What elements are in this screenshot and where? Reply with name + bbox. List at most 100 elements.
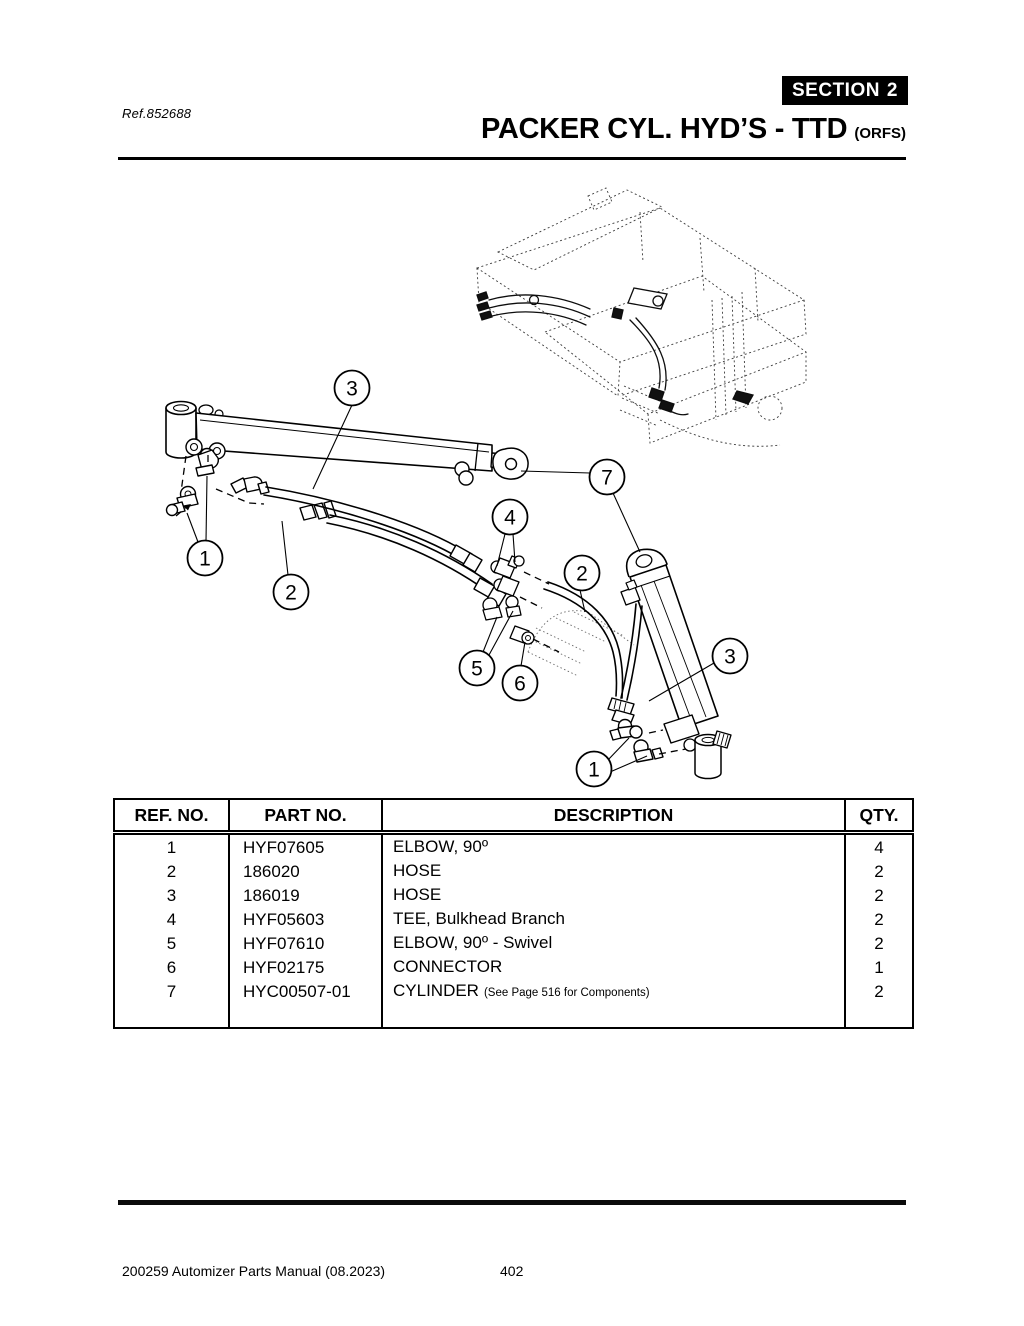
cell-qty-text: 1 — [874, 957, 884, 977]
svg-text:6: 6 — [514, 673, 526, 696]
cell-ref-no-text: 2 — [166, 861, 177, 881]
left-cylinder — [165, 400, 529, 486]
callout-2: 2 — [563, 554, 601, 592]
bottom-fittings — [607, 697, 664, 763]
cell-qty: 4 — [844, 832, 913, 859]
cell-qty-text: 2 — [874, 981, 884, 1001]
cell-ref-no: 1 — [114, 833, 229, 860]
section-badge: SECTION 2 — [782, 76, 908, 105]
cell-qty: 2 — [844, 883, 913, 907]
cell-part-no-text: HYF02175 — [243, 957, 325, 977]
header-qty: QTY. — [844, 799, 913, 835]
table-header-row: REF. NO. PART NO. DESCRIPTION QTY. — [114, 799, 913, 835]
cell-ref-no-text: 3 — [166, 885, 177, 905]
header-ref-no: REF. NO. — [114, 799, 229, 835]
description-text: CYLINDER — [393, 981, 479, 1001]
cell-part-no: HYF07610 — [228, 931, 382, 955]
cell-description: HOSE — [381, 883, 845, 907]
cell-part-no-text: 186019 — [243, 885, 300, 905]
cell-description: CONNECTOR — [381, 955, 845, 979]
cell-qty: 1 — [844, 955, 913, 979]
table-row: 5 HYF07610 ELBOW, 90º - Swivel 2 — [114, 931, 913, 955]
cell-qty-text: 2 — [874, 861, 884, 881]
page-title: PACKER CYL. HYD’S - TTD (ORFS) — [481, 113, 906, 146]
callout-2: 2 — [272, 573, 310, 611]
description-text: HOSE — [393, 885, 442, 905]
cell-qty: 2 — [844, 931, 913, 955]
header-part-no: PART NO. — [228, 799, 382, 835]
right-cylinder — [620, 548, 732, 780]
cell-description: ELBOW, 90º - Swivel — [381, 931, 845, 955]
cell-ref-no: 7 — [114, 979, 229, 1003]
cell-ref-no-text: 7 — [166, 981, 177, 1001]
bottom-rule — [118, 1200, 906, 1205]
cell-ref-no: 5 — [114, 931, 229, 955]
table-filler-row — [114, 1003, 913, 1028]
cell-qty: 2 — [844, 859, 913, 883]
footer-manual-id: 200259 Automizer Parts Manual (08.2023) — [122, 1263, 386, 1279]
hose-fittings-left — [230, 476, 337, 521]
hoses-left — [263, 486, 493, 592]
section-word: SECTION — [792, 79, 880, 101]
cell-part-no-text: HYF07605 — [243, 837, 325, 857]
cell-ref-no-text: 4 — [166, 909, 177, 929]
cell-qty-text: 2 — [874, 933, 884, 953]
title-rule — [118, 157, 906, 160]
description-text: TEE, Bulkhead Branch — [393, 909, 565, 929]
footer-page-number: 402 — [500, 1263, 524, 1279]
callout-1: 1 — [186, 539, 224, 577]
cell-ref-no: 3 — [114, 883, 229, 907]
cell-description: ELBOW, 90º — [381, 832, 845, 859]
page-title-main: PACKER CYL. HYD’S - TTD — [480, 113, 848, 145]
cell-description: HOSE — [381, 859, 845, 883]
cell-part-no: 186020 — [228, 859, 382, 883]
callout-1: 1 — [575, 750, 613, 788]
callout-3: 3 — [711, 637, 749, 675]
dash-arrowhead — [183, 504, 191, 511]
cell-ref-no-text: 6 — [166, 957, 177, 977]
callout-6: 6 — [501, 664, 539, 702]
cell-part-no: HYF07605 — [228, 832, 382, 859]
cell-ref-no: 4 — [114, 907, 229, 931]
svg-text:3: 3 — [724, 646, 736, 669]
cell-qty-text: 2 — [874, 909, 884, 929]
tee-cluster — [482, 555, 535, 645]
cell-qty-text: 4 — [874, 837, 884, 857]
cell-description: CYLINDER (See Page 516 for Components) — [381, 979, 845, 1003]
leader-lines — [186, 404, 715, 773]
table-row: 2 186020 HOSE 2 — [114, 859, 913, 883]
cell-qty: 2 — [844, 907, 913, 931]
description-text: CONNECTOR — [393, 957, 503, 977]
svg-text:1: 1 — [588, 759, 600, 782]
cell-part-no-text: HYF07610 — [243, 933, 325, 953]
cell-ref-no-text: 1 — [166, 837, 177, 857]
svg-text:3: 3 — [346, 378, 358, 401]
ghost-hoses — [476, 287, 754, 416]
page-title-suffix: (ORFS) — [854, 125, 906, 142]
cell-ref-no: 6 — [114, 955, 229, 979]
table-row: 3 186019 HOSE 2 — [114, 883, 913, 907]
cell-ref-no: 2 — [114, 859, 229, 883]
description-note: (See Page 516 for Components) — [483, 987, 650, 1000]
cell-ref-no-text: 5 — [166, 933, 177, 953]
table-row: 7 HYC00507-01 CYLINDER (See Page 516 for Co… — [114, 979, 913, 1003]
description-text: ELBOW, 90º - Swivel — [393, 933, 553, 953]
callout-7: 7 — [588, 458, 626, 496]
svg-text:7: 7 — [601, 467, 613, 490]
cell-part-no: HYC00507-01 — [228, 979, 382, 1003]
svg-text:2: 2 — [576, 563, 588, 586]
table-row: 6 HYF02175 CONNECTOR 1 — [114, 955, 913, 979]
cell-part-no: 186019 — [228, 883, 382, 907]
description-text: ELBOW, 90º — [393, 837, 489, 857]
cell-part-no-text: 186020 — [243, 861, 300, 881]
cell-qty-text: 2 — [874, 885, 884, 905]
cell-description: TEE, Bulkhead Branch — [381, 907, 845, 931]
header-description: DESCRIPTION — [381, 799, 845, 835]
cell-qty: 2 — [844, 979, 913, 1003]
section-number: 2 — [886, 79, 898, 101]
cell-part-no: HYF02175 — [228, 955, 382, 979]
